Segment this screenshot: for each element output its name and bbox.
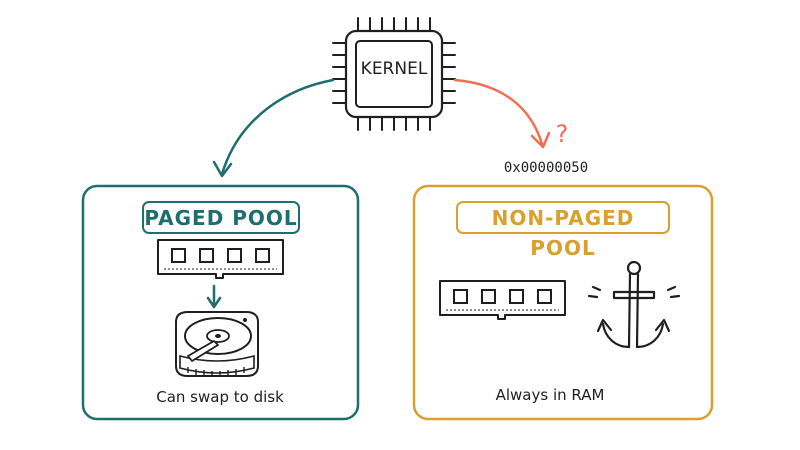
ram-stick-icon [157,239,284,279]
hard-disk-icon [175,311,259,377]
arrow-icon [206,284,222,309]
paged-pool-panel [81,184,360,421]
question-mark: ? [555,120,569,148]
arrow-icon [453,78,551,149]
cpu-chip-icon [332,17,456,131]
anchor-icon [587,260,681,349]
paged-pool-caption: Can swap to disk [156,388,284,406]
paged-pool-title: PAGED POOL [142,201,300,234]
memory-address: 0x00000050 [503,160,589,176]
non-paged-pool-title: NON-PAGED POOL [456,201,670,260]
arrow-icon [212,78,335,178]
non-paged-pool-caption: Always in RAM [495,386,605,404]
kernel-label: KERNEL [360,59,428,79]
ram-stick-icon [439,280,566,320]
non-paged-pool-panel [412,184,714,421]
